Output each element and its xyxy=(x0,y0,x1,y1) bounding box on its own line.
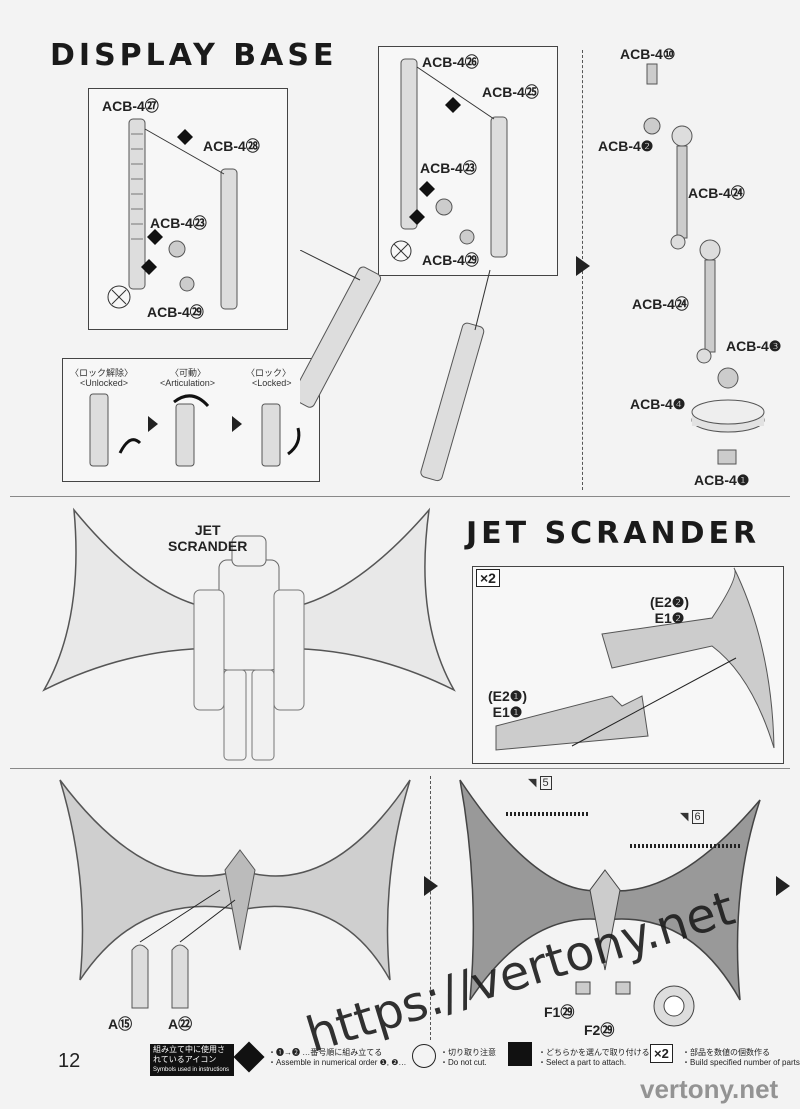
part-label-acb4-25: ACB-4㉕ xyxy=(482,84,539,100)
lock-states-illustration xyxy=(89,393,301,467)
legend-icon-no-cut xyxy=(412,1044,436,1068)
lock-state-articulation-en: <Articulation> xyxy=(160,378,216,388)
lock-state-locked-jp: 〈ロック〉 xyxy=(246,368,292,378)
legend-item-1-jp: ・❶→❷ …番号順に組み立てる xyxy=(268,1048,383,1057)
legend-item-3: ・どちらかを選んで取り付ける ・Select a part to attach. xyxy=(538,1048,650,1068)
watermark-small: vertony.net xyxy=(640,1074,779,1104)
assembled-stand-illustration xyxy=(300,250,491,482)
arm-chain-illustration xyxy=(643,63,765,465)
lock-state-unlocked-jp: 〈ロック解除〉 xyxy=(70,368,134,378)
legend-item-3-jp: ・どちらかを選んで取り付ける xyxy=(538,1048,650,1057)
part-label-acb4-27: ACB-4㉗ xyxy=(102,98,159,114)
legend-icon-multiplier: ×2 xyxy=(650,1044,673,1063)
lock-state-articulation-jp: 〈可動〉 xyxy=(170,368,207,378)
tape-label-6: ◥ 6 xyxy=(680,810,704,824)
legend-icon-select-part xyxy=(508,1042,532,1066)
part-label-acb4-23: ACB-4㉓ xyxy=(150,215,207,231)
wing-halves-illustration xyxy=(495,567,775,751)
part-label-f1-29: F1㉙ xyxy=(544,1004,575,1020)
page-number: 12 xyxy=(58,1050,81,1072)
lock-state-unlocked-en: <Unlocked> xyxy=(80,378,129,388)
step-arrow-right-3 xyxy=(776,876,790,896)
tape-label-5: ◥ 5 xyxy=(528,776,552,790)
part-label-acb4-29-b: ACB-4㉙ xyxy=(422,252,479,268)
display-base-step-box-2 xyxy=(378,46,558,276)
arm-part-acb4-1: ACB-4❶ xyxy=(694,472,750,488)
stand-parts-illustration-1 xyxy=(107,118,238,310)
part-label-acb4-28: ACB-4㉘ xyxy=(203,138,260,154)
part-label-acb4-29: ACB-4㉙ xyxy=(147,304,204,320)
section-divider-horizontal-2 xyxy=(10,768,790,769)
wing-finish-step-illustration xyxy=(459,779,761,1027)
part-label-f2-29: F2㉙ xyxy=(584,1022,615,1038)
legend-header-en: Symbols used in instructions xyxy=(153,1067,230,1073)
lock-state-locked-en: <Locked> xyxy=(252,378,292,388)
legend-item-1: ・❶→❷ …番号順に組み立てる ・Assemble in numerical o… xyxy=(268,1048,406,1068)
tape-icon-6: ◥ xyxy=(680,811,689,823)
legend-item-2: ・切り取り注意 ・Do not cut. xyxy=(440,1048,496,1068)
part-label-a22: A㉒ xyxy=(168,1016,193,1032)
legend-item-1-en: ・Assemble in numerical order ❶, ❷… xyxy=(268,1058,407,1067)
legend-header: 組み立て中に使用されているアイコン Symbols used in instru… xyxy=(150,1044,234,1076)
tape-label-5-text: 5 xyxy=(539,776,552,790)
jet-scrander-title: JET SCRANDER xyxy=(466,516,761,551)
section-divider-horizontal-1 xyxy=(10,496,790,497)
tape-label-6-text: 6 xyxy=(691,810,704,824)
part-label-acb4-26: ACB-4㉖ xyxy=(422,54,479,70)
stand-parts-illustration-2 xyxy=(390,58,508,262)
legend-item-3-en: ・Select a part to attach. xyxy=(538,1058,627,1067)
step-arrow-right xyxy=(576,256,590,276)
legend-item-4-en: ・Build specified number of parts. xyxy=(682,1058,800,1067)
wing-part-bottom-label: (E2❶)E1❶ xyxy=(488,688,527,720)
step-arrow-right-2 xyxy=(424,876,438,896)
legend-header-jp: 組み立て中に使用されているアイコン xyxy=(153,1045,225,1064)
display-base-title: DISPLAY BASE xyxy=(50,38,338,73)
legend-icon-step-number xyxy=(233,1041,265,1073)
legend-item-4: ・部品を数値の個数作る ・Build specified number of p… xyxy=(682,1048,800,1068)
arm-part-acb4-10: ACB-4⑩ xyxy=(620,46,676,62)
arm-part-acb4-4: ACB-4❹ xyxy=(630,396,686,412)
wing-part-top-label: (E2❷)E1❷ xyxy=(650,594,689,626)
display-base-step-box-1 xyxy=(88,88,288,330)
wing-assembly-step-illustration xyxy=(59,779,411,1009)
arm-part-acb4-3: ACB-4❸ xyxy=(726,338,782,354)
part-label-a15: A⑮ xyxy=(108,1016,133,1032)
section-divider-vertical-2 xyxy=(430,776,431,1040)
arm-part-acb4-2: ACB-4❷ xyxy=(598,138,654,154)
legend-item-2-jp: ・切り取り注意 xyxy=(440,1048,496,1057)
arm-part-acb4-24-b: ACB-4㉔ xyxy=(632,296,689,312)
arm-part-acb4-24-a: ACB-4㉔ xyxy=(688,185,745,201)
legend-item-4-jp: ・部品を数値の個数作る xyxy=(682,1048,770,1057)
legend-item-2-en: ・Do not cut. xyxy=(440,1058,487,1067)
jet-scrander-robot-illustration xyxy=(42,507,456,761)
multiplier-badge: ×2 xyxy=(476,569,500,587)
tape-icon-5: ◥ xyxy=(528,777,537,789)
part-label-acb4-23-b: ACB-4㉓ xyxy=(420,160,477,176)
